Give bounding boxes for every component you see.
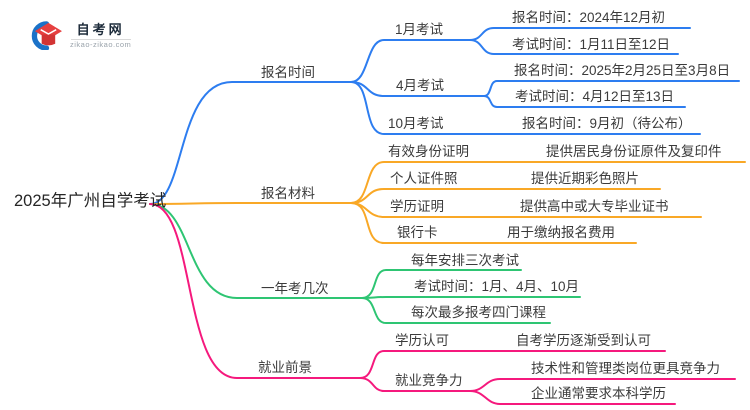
leaf-jan-exam-date[interactable]: 考试时间：1月11日至12日 (512, 37, 671, 52)
connector-apr-exam-leaf2 (483, 95, 686, 108)
subtopic-id-proof[interactable]: 有效身份证明 (388, 144, 469, 159)
leaf-competitiveness-detail1[interactable]: 技术性和管理类岗位更具竞争力 (531, 361, 720, 376)
connector-four-courses (361, 297, 551, 324)
graduation-cap-icon (31, 21, 62, 50)
connector-competitiveness-leaf2 (469, 390, 676, 405)
connector-competitiveness (359, 377, 471, 392)
site-name: 自考网 (76, 21, 125, 37)
connector-id-proof (350, 161, 746, 204)
leaf-recognition-detail[interactable]: 自考学历逐渐受到认可 (516, 333, 651, 348)
leaf-jan-registration-date[interactable]: 报名时间：2024年12月初 (512, 10, 666, 25)
leaf-apr-exam-date[interactable]: 考试时间：4月12日至13日 (515, 89, 675, 104)
site-logo: 自考网 zikao-zikao.com (30, 21, 131, 50)
subtopic-jan-exam[interactable]: 1月考试 (395, 22, 444, 37)
leaf-id-proof-detail[interactable]: 提供居民身份证原件及复印件 (546, 144, 722, 159)
leaf-diploma-detail[interactable]: 提供高中或大专毕业证书 (520, 199, 669, 214)
subtopic-bank-card[interactable]: 银行卡 (397, 225, 438, 240)
leaf-bank-card-detail[interactable]: 用于缴纳报名费用 (507, 225, 615, 240)
root-topic[interactable]: 2025年广州自学考试 (14, 192, 167, 210)
subtopic-three-exams[interactable]: 每年安排三次考试 (411, 253, 519, 268)
connector-root-materials (149, 202, 352, 205)
connector-root-career (149, 203, 361, 379)
subtopic-photo[interactable]: 个人证件照 (390, 171, 458, 186)
connector-jan-exam-leaf2 (469, 39, 679, 55)
subtopic-competitiveness[interactable]: 就业竞争力 (395, 373, 463, 388)
logo-divider (70, 38, 131, 40)
subtopic-oct-exam[interactable]: 10月考试 (388, 116, 444, 131)
subtopic-apr-exam[interactable]: 4月考试 (396, 78, 445, 93)
leaf-apr-registration-date[interactable]: 报名时间：2025年2月25日至3月8日 (514, 63, 731, 78)
branch-career-prospects[interactable]: 就业前景 (258, 360, 312, 375)
subtopic-recognition[interactable]: 学历认可 (395, 333, 449, 348)
subtopic-exam-months[interactable]: 考试时间：1月、4月、10月 (414, 279, 580, 294)
connector-oct-exam (350, 81, 701, 135)
branch-times-per-year[interactable]: 一年考几次 (261, 281, 329, 296)
connector-root-times-per-year (149, 203, 363, 299)
leaf-photo-detail[interactable]: 提供近期彩色照片 (531, 171, 639, 186)
connector-exam-months (361, 296, 581, 299)
connector-root-registration-time (149, 81, 352, 205)
subtopic-four-courses[interactable]: 每次最多报考四门课程 (411, 305, 546, 320)
branch-registration-time[interactable]: 报名时间 (261, 65, 315, 80)
subtopic-diploma[interactable]: 学历证明 (390, 199, 444, 214)
site-url: zikao-zikao.com (70, 39, 132, 49)
branch-registration-materials[interactable]: 报名材料 (261, 186, 315, 201)
connector-jan-exam (350, 39, 471, 83)
connector-bank-card (350, 202, 637, 244)
leaf-oct-registration-date[interactable]: 报名时间：9月初（待公布） (522, 116, 692, 131)
connector-recognition (359, 350, 666, 379)
leaf-competitiveness-detail2[interactable]: 企业通常要求本科学历 (531, 386, 666, 401)
